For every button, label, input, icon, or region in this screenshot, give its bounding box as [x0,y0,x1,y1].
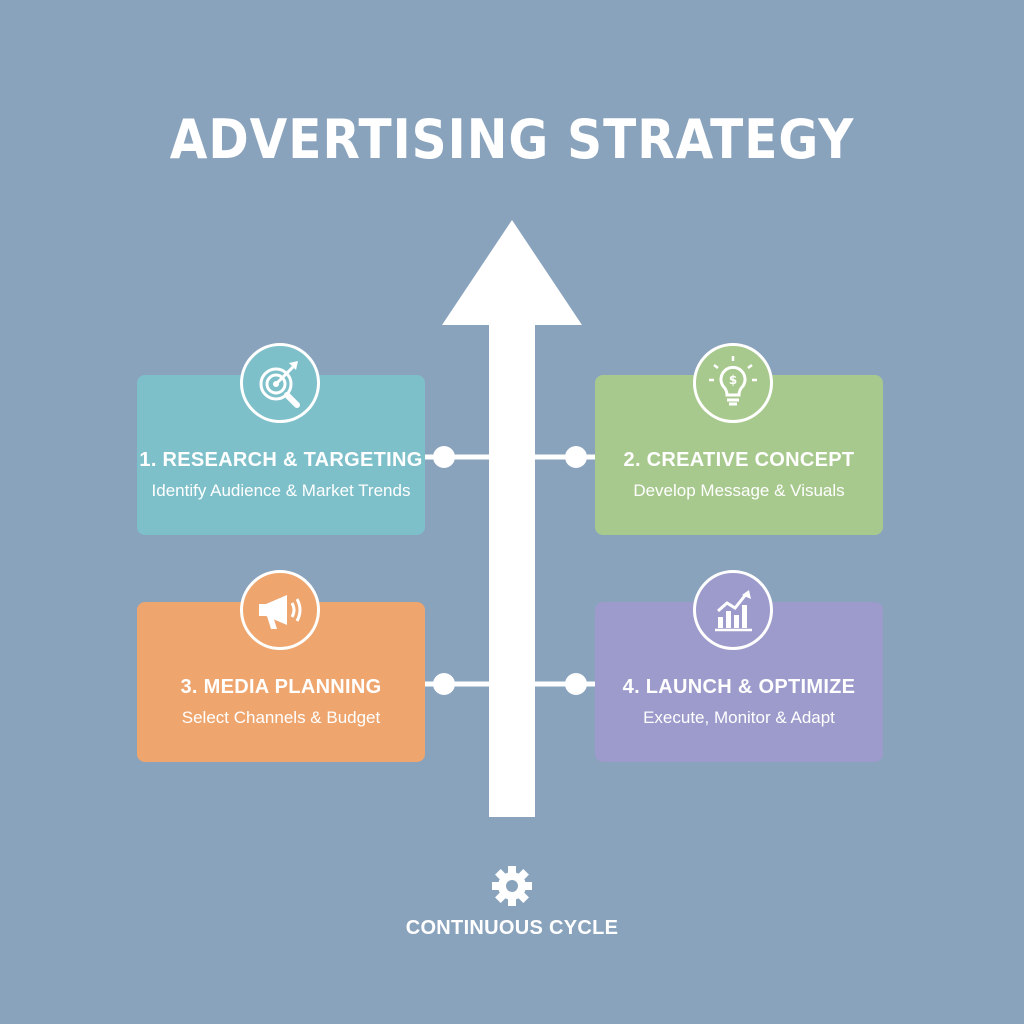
step-label: 2. CREATIVE CONCEPT [623,449,855,471]
step-label: 1. RESEARCH & TARGETING [139,449,423,471]
step-card-creative: 2. CREATIVE CONCEPT Develop Message & Vi… [595,375,883,535]
svg-text:$: $ [729,373,737,387]
connector-right-bottom [534,673,596,695]
footer-label: CONTINUOUS CYCLE [405,917,619,939]
diagram-title: ADVERTISING STRATEGY [169,108,855,171]
megaphone-icon [240,570,320,650]
step-label: 4. LAUNCH & OPTIMIZE [622,676,856,698]
step-description: Select Channels & Budget [181,708,381,727]
step-label: 3. MEDIA PLANNING [180,676,382,698]
lightbulb-dollar-icon: $ [693,343,773,423]
connector-left-top [425,446,490,468]
step-description: Develop Message & Visuals [633,481,845,500]
connector-left-bottom [425,673,490,695]
target-magnifier-icon [240,343,320,423]
growth-chart-icon [693,570,773,650]
up-arrow [442,220,582,817]
gear-icon [492,866,532,906]
connector-right-top [534,446,596,468]
step-description: Execute, Monitor & Adapt [643,708,835,727]
step-description: Identify Audience & Market Trends [151,481,411,500]
